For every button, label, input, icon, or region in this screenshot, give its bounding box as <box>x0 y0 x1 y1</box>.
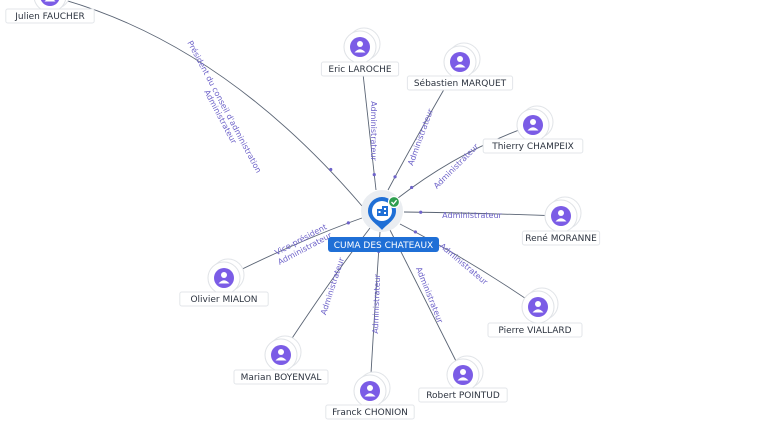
person-node-franck-chonion[interactable]: Franck CHONION <box>325 371 415 420</box>
role-label: Administrateur <box>371 273 382 334</box>
person-node-olivier-mialon[interactable]: Olivier MIALON <box>179 258 269 307</box>
person-icon <box>360 381 380 401</box>
company-node[interactable]: CUMA DES CHATEAUX <box>328 190 439 252</box>
person-name: Franck CHONION <box>332 408 408 418</box>
person-label-bg <box>5 8 95 24</box>
relation-edge-julien-faucher <box>62 0 363 207</box>
person-node-robert-pointud[interactable]: Robert POINTUD <box>418 355 508 403</box>
person-name: Robert POINTUD <box>426 391 500 401</box>
role-label: Administrateur <box>414 266 445 325</box>
person-name: Thierry CHAMPEIX <box>491 142 574 152</box>
person-node-marian-boyenval[interactable]: Marian BOYENVAL <box>233 335 329 385</box>
person-name: Olivier MIALON <box>190 295 257 305</box>
role-label: Administrateur <box>406 107 435 167</box>
person-name: Pierre VIALLARD <box>498 326 571 336</box>
person-node-pierre-viallard[interactable]: Pierre VIALLARD <box>487 287 583 338</box>
person-name: Eric LAROCHE <box>328 65 391 75</box>
person-icon <box>40 0 60 6</box>
person-label-bg <box>233 369 329 385</box>
company-name: CUMA DES CHATEAUX <box>334 241 433 251</box>
person-node-eric-laroche[interactable]: Eric LAROCHE <box>320 27 400 77</box>
role-label: Administrateur <box>369 101 378 161</box>
person-icon <box>523 115 543 135</box>
person-label-bg <box>487 322 583 338</box>
edge-arrow-icon <box>393 175 397 179</box>
person-name: René MORANNE <box>525 233 597 244</box>
verified-check-icon <box>387 195 401 209</box>
person-node-thierry-champeix[interactable]: Thierry CHAMPEIX <box>482 105 584 154</box>
edges-layer <box>62 0 562 392</box>
person-icon <box>453 365 473 385</box>
person-node-sebastien-marquet[interactable]: Sébastien MARQUET <box>406 42 514 91</box>
edge-arrow-icon <box>410 185 414 190</box>
person-node-julien-faucher[interactable]: Julien FAUCHER <box>5 0 95 24</box>
role-label: Administrateur <box>319 256 346 316</box>
person-label-bg <box>521 230 601 246</box>
person-icon <box>551 206 571 226</box>
person-label-bg <box>325 404 415 420</box>
person-icon <box>450 52 470 72</box>
edge-arrow-icon <box>419 210 423 214</box>
person-name: Marian BOYENVAL <box>241 373 322 383</box>
edge-arrow-icon <box>346 221 350 225</box>
person-icon <box>271 345 291 365</box>
person-label-bg <box>482 138 584 154</box>
person-label-bg <box>406 75 514 91</box>
edge-arrow-icon <box>372 173 376 177</box>
role-label: Administrateur <box>442 211 502 220</box>
person-node-rene-moranne[interactable]: René MORANNE <box>521 196 601 246</box>
person-icon <box>350 37 370 57</box>
people-layer: Julien FAUCHER Eric LAROCHE Sébastien MARQ… <box>5 0 601 420</box>
role-label: Administrateur <box>438 241 490 287</box>
person-label-bg <box>179 291 269 307</box>
person-label-bg <box>418 387 508 403</box>
building-icon <box>377 206 388 216</box>
role-label: Président du conseil d'administration <box>185 39 263 175</box>
person-icon <box>214 268 234 288</box>
person-name: Julien FAUCHER <box>14 12 85 22</box>
role-label: Administrateur <box>432 141 481 190</box>
person-label-bg <box>320 61 400 77</box>
edge-arrow-icon <box>329 167 333 172</box>
person-name: Sébastien MARQUET <box>414 78 507 89</box>
edge-arrow-icon <box>413 230 417 234</box>
person-icon <box>528 297 548 317</box>
